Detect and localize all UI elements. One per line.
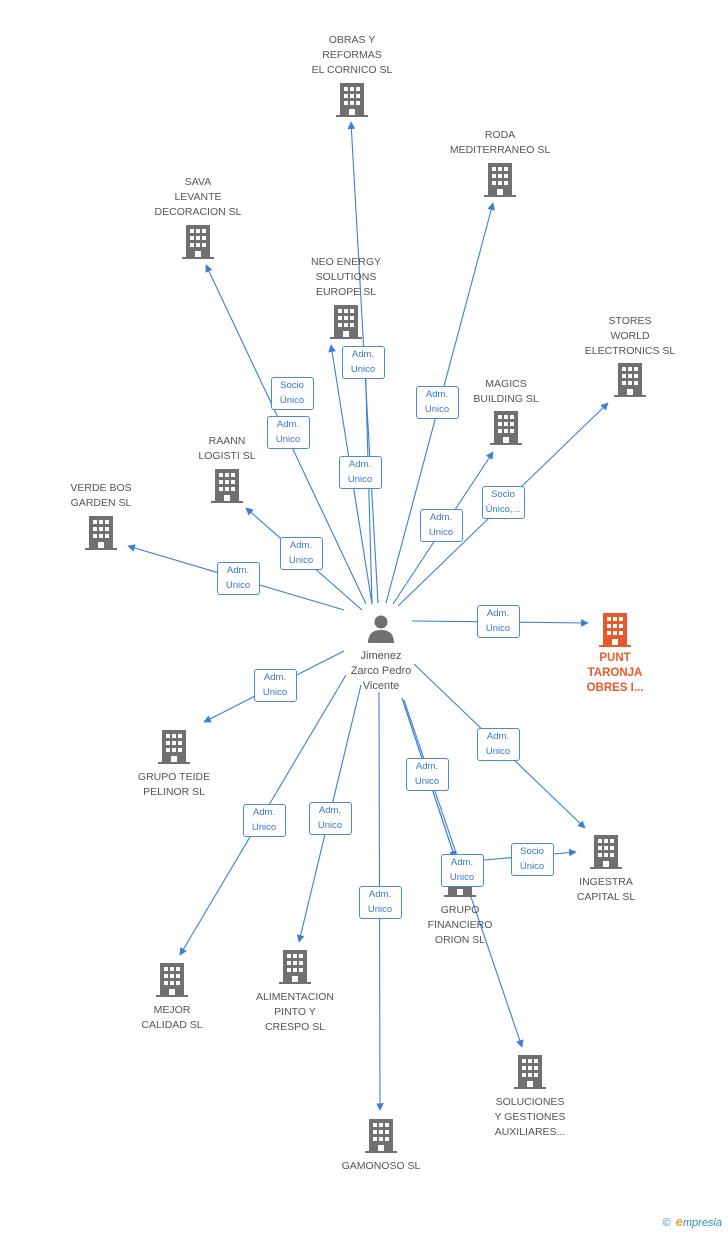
- company-label-mejor[interactable]: MEJOR CALIDAD SL: [141, 1004, 203, 1031]
- company-label-teide[interactable]: GRUPO TEIDE PELINOR SL: [137, 771, 211, 798]
- edge-label-sava[interactable]: Adm. Unico: [266, 415, 310, 449]
- edge-label-roda[interactable]: Adm. Unico: [415, 385, 459, 419]
- company-label-obras[interactable]: OBRAS Y REFORMAS EL CORNICO SL: [311, 34, 393, 76]
- edge-label-orion[interactable]: Adm. Unico: [405, 757, 449, 791]
- company-label-stores[interactable]: STORES WORLD ELECTRONICS SL: [584, 315, 676, 357]
- edge-label-ingestra[interactable]: Socio Único: [510, 842, 554, 876]
- building-icon-roda[interactable]: [484, 163, 516, 197]
- building-icon-mejor[interactable]: [156, 963, 188, 997]
- company-label-roda[interactable]: RODA MEDITERRANEO SL: [449, 129, 551, 156]
- building-icon-ingestra[interactable]: [590, 835, 622, 869]
- building-icon-sava[interactable]: [182, 225, 214, 259]
- company-label-orion[interactable]: GRUPO FINANCIERO ORION SL: [427, 904, 493, 946]
- building-icon-teide[interactable]: [158, 730, 190, 764]
- building-icon-punt[interactable]: [599, 613, 631, 647]
- person-icon[interactable]: [368, 615, 394, 644]
- company-label-punt[interactable]: PUNT TARONJA OBRES I...: [586, 652, 644, 694]
- edge-label-raann[interactable]: Adm. Unico: [279, 536, 323, 570]
- company-label-ingestra[interactable]: INGESTRA CAPITAL SL: [576, 876, 636, 903]
- company-label-verde[interactable]: VERDE BOS GARDEN SL: [70, 482, 132, 509]
- company-label-soluciones[interactable]: SOLUCIONES Y GESTIONES AUXILIARES...: [494, 1096, 566, 1138]
- edge-label-alimentacion[interactable]: Adm. Unico: [308, 801, 352, 835]
- edge-label-magics[interactable]: Adm. Unico: [419, 508, 463, 542]
- building-icon-alimentacion[interactable]: [279, 950, 311, 984]
- person-name[interactable]: Jimenez Zarco Pedro Vicente: [350, 650, 412, 692]
- edge-label-teide[interactable]: Adm. Unico: [253, 668, 297, 702]
- edge-label-ingestra[interactable]: Adm. Unico: [476, 727, 520, 761]
- edge-label-mejor[interactable]: Adm. Unico: [242, 803, 286, 837]
- building-icon-gamonoso[interactable]: [365, 1119, 397, 1153]
- edge-label-neo[interactable]: Adm. Unico: [338, 455, 382, 489]
- company-label-raann[interactable]: RAANN LOGISTI SL: [198, 435, 256, 462]
- edge-label-gamonoso[interactable]: Adm. Unico: [358, 885, 402, 919]
- footer-brand: © empresia: [662, 1214, 722, 1229]
- building-icon-soluciones[interactable]: [514, 1055, 546, 1089]
- building-icon-magics[interactable]: [490, 411, 522, 445]
- building-icon-obras[interactable]: [336, 83, 368, 117]
- building-icon-raann[interactable]: [211, 469, 243, 503]
- edge-label-neo[interactable]: Socio Único: [270, 376, 314, 410]
- building-icon-neo[interactable]: [330, 305, 362, 339]
- building-icon-stores[interactable]: [614, 363, 646, 397]
- building-icon-verde[interactable]: [85, 516, 117, 550]
- edge-label-soluciones[interactable]: Adm. Unico: [440, 853, 484, 887]
- copyright-symbol: ©: [662, 1217, 671, 1229]
- brand-logo-text: mpresia: [682, 1217, 722, 1229]
- edge-label-stores[interactable]: Socio Único,...: [481, 485, 525, 519]
- company-label-gamonoso[interactable]: GAMONOSO SL: [341, 1160, 421, 1172]
- company-label-alimentacion[interactable]: ALIMENTACION PINTO Y CRESPO SL: [256, 991, 334, 1033]
- edge-label-obras[interactable]: Adm. Unico: [341, 345, 385, 379]
- company-label-magics[interactable]: MAGICS BUILDING SL: [473, 378, 539, 405]
- company-label-sava[interactable]: SAVA LEVANTE DECORACION SL: [154, 176, 242, 218]
- edge-label-verde[interactable]: Adm. Unico: [216, 561, 260, 595]
- edge-label-punt[interactable]: Adm. Unico: [476, 604, 520, 638]
- company-label-neo[interactable]: NEO ENERGY SOLUTIONS EUROPE SL: [310, 256, 381, 298]
- brand-logo-initial: e: [675, 1214, 683, 1229]
